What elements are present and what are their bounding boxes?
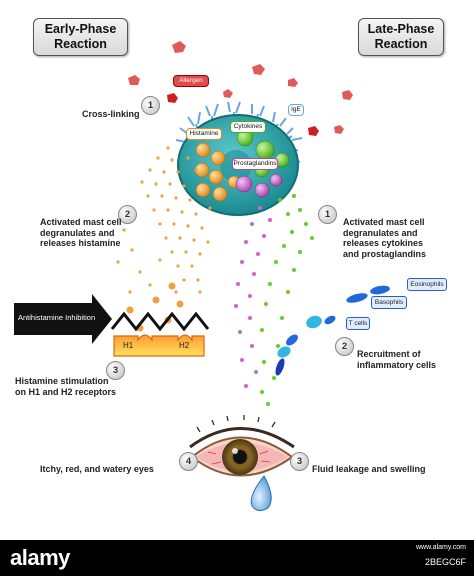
fluid-leakage-label: Fluid leakage and swelling	[312, 464, 426, 474]
tcells-label: T cells	[346, 317, 370, 330]
cytokine-dots	[260, 194, 314, 406]
cytokines-label: Cytokines	[230, 121, 266, 133]
late-phase-header: Late-Phase Reaction	[358, 18, 444, 56]
prostaglandins-label: Prostaglandins	[232, 158, 278, 170]
step-1-badge-late: 1	[318, 205, 337, 224]
late-phase-header-line1: Late-Phase	[367, 22, 435, 36]
prostaglandin-granules	[235, 173, 283, 198]
early-step-2-line2: degranulates and	[40, 227, 115, 238]
late-step-1-text: Activated mast cell degranulates and rel…	[343, 217, 426, 259]
alamy-url: www.alamy.com	[415, 544, 466, 551]
early-step-3-line2: on H1 and H2 receptors	[15, 386, 117, 397]
early-phase-header-line1: Early-Phase	[44, 22, 117, 36]
late-step-1-line3: releases cytokines	[343, 238, 424, 248]
late-phase-header-line2: Reaction	[374, 37, 428, 51]
early-phase-header-line2: Reaction	[54, 37, 107, 51]
prostaglandin-dots	[234, 206, 272, 388]
cross-linking-label: Cross-linking	[82, 109, 140, 119]
allergen-label: Allergen	[173, 75, 209, 87]
late-step-2-line1: Recruitment of	[357, 349, 421, 359]
early-step-2-text: Activated mast cell degranulates and rel…	[40, 217, 122, 249]
alamy-logo: alamy	[10, 545, 70, 570]
membrane-zigzag	[110, 311, 210, 332]
step-2-badge-late: 2	[335, 337, 354, 356]
histamine-dots	[116, 146, 212, 332]
histamine-label: Histamine	[186, 128, 222, 140]
early-phase-header: Early-Phase Reaction	[33, 18, 128, 56]
receptor-block	[113, 334, 205, 357]
alamy-watermark-bar: alamy www.alamy.com 2BEGC6F	[0, 540, 474, 576]
step-3-badge-early: 3	[106, 361, 125, 380]
allergen-particles	[128, 41, 353, 136]
basophils-label: Basophils	[371, 296, 407, 309]
early-step-3-line1: Histamine stimulation	[15, 376, 109, 386]
itchy-eyes-label: Itchy, red, and watery eyes	[40, 464, 154, 474]
inflammatory-cell-shapes	[275, 285, 390, 376]
antihistamine-label: Antihistamine Inhibition	[18, 313, 96, 322]
step-3-badge-late: 3	[290, 452, 309, 471]
early-step-3-text: Histamine stimulation on H1 and H2 recep…	[15, 376, 116, 397]
image-id: 2BEGC6F	[424, 557, 466, 567]
step-2-badge-early: 2	[118, 205, 137, 224]
late-step-2-text: Recruitment of inflammatory cells	[357, 349, 436, 370]
eosinophils-label: Eosinophils	[407, 278, 447, 291]
h1-receptor-label: H1	[123, 341, 134, 350]
step-1-badge-early: 1	[141, 96, 160, 115]
histamine-granules	[194, 142, 241, 202]
late-step-2-line2: inflammatory cells	[357, 359, 437, 370]
late-step-1-line4: and prostaglandins	[343, 248, 427, 259]
early-step-2-line1: Activated mast cell	[40, 217, 122, 227]
step-4-badge: 4	[179, 452, 198, 471]
early-step-2-line3: releases histamine	[40, 238, 121, 248]
eye-illustration	[189, 415, 295, 477]
late-step-1-line1: Activated mast cell	[343, 217, 425, 227]
late-step-1-line2: degranulates and	[343, 227, 418, 238]
diagram-artwork	[14, 41, 390, 512]
tear-drop	[250, 475, 272, 512]
antihistamine-arrow	[14, 294, 112, 344]
ige-label: IgE	[288, 104, 304, 116]
h2-receptor-label: H2	[179, 341, 190, 350]
